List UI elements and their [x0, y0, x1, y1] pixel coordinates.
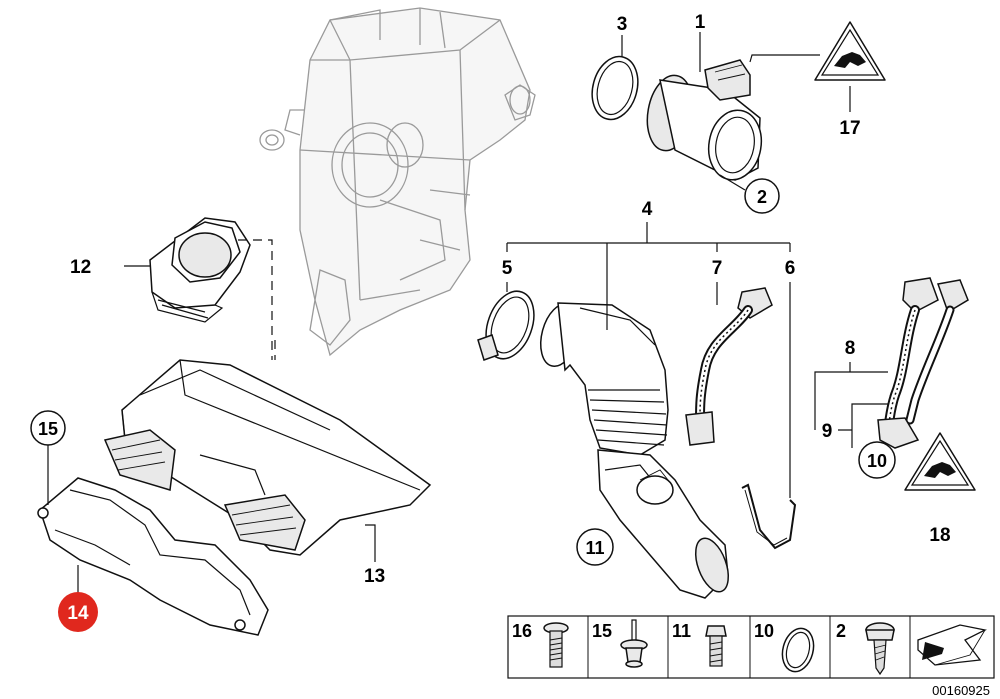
part-13-air-duct[interactable]	[103, 359, 432, 556]
callout-11-circle	[576, 528, 614, 566]
callout-17: 17	[839, 118, 860, 139]
part-8-breather-hose[interactable]	[877, 277, 969, 449]
legend-item-2[interactable]: 2	[836, 621, 895, 676]
callout-15: 15	[38, 419, 58, 439]
legend-item-16[interactable]: 16	[512, 621, 569, 668]
callout-1: 1	[695, 12, 706, 33]
callout-18: 18	[929, 525, 950, 546]
part-6-wire-clip[interactable]	[741, 483, 797, 550]
part-1-air-mass-sensor[interactable]	[642, 59, 767, 184]
callout-14-badge	[58, 592, 98, 632]
legend-item-11[interactable]: 11	[672, 621, 727, 667]
legend-item-15[interactable]: 15	[592, 619, 648, 668]
callout-6: 6	[785, 258, 796, 279]
part-5-hose-clamp[interactable]	[477, 285, 542, 366]
leader-1-17	[749, 54, 820, 63]
expansion-rivet-icon	[620, 619, 648, 668]
o-ring-icon	[781, 627, 815, 673]
callout-10: 10	[867, 451, 887, 471]
hex-bolt-icon	[705, 625, 727, 667]
arrow-pointer-icon	[917, 624, 987, 666]
callout-9: 9	[822, 421, 833, 442]
legend-number-2: 2	[836, 621, 846, 641]
leader-9	[838, 403, 888, 448]
callout-11: 11	[585, 538, 604, 558]
callout-12: 12	[70, 257, 91, 278]
diagram-id: 00160925	[932, 683, 990, 698]
hand-warning-triangle-icon	[814, 21, 886, 81]
callout-5: 5	[502, 258, 513, 279]
legend-number-11: 11	[672, 621, 691, 641]
part-7-vent-hose[interactable]	[685, 287, 773, 446]
hose-clamp-screw-icon	[865, 622, 895, 676]
leader-12-dash	[238, 239, 273, 360]
leader-4-bracket	[506, 222, 791, 300]
callout-13: 13	[364, 566, 385, 587]
callout-3: 3	[617, 14, 628, 35]
part-3-sealing-ring[interactable]	[585, 51, 644, 124]
callout-7: 7	[712, 258, 723, 279]
callout-8: 8	[845, 338, 856, 359]
part-14-lower-duct[interactable]	[37, 477, 269, 636]
legend-item-arrow[interactable]	[917, 624, 987, 666]
air-filter-housing-ghost	[259, 7, 536, 357]
hand-warning-triangle-icon-2	[904, 432, 976, 491]
part-12-intake-snorkel[interactable]	[149, 217, 251, 323]
callout-2: 2	[757, 187, 767, 207]
legend-number-10: 10	[754, 621, 774, 641]
legend-number-16: 16	[512, 621, 532, 641]
part-4-intake-bellows[interactable]	[534, 299, 734, 599]
callout-14: 14	[67, 603, 89, 624]
legend-number-15: 15	[592, 621, 612, 641]
callout-2-circle	[744, 178, 780, 214]
callout-10-circle	[858, 441, 896, 479]
legend-item-10[interactable]: 10	[754, 621, 818, 675]
callout-4: 4	[642, 199, 653, 220]
leader-13	[365, 524, 376, 562]
torx-bolt-icon	[543, 622, 569, 668]
leader-8	[814, 362, 888, 430]
leader-2	[719, 174, 746, 191]
fastener-legend: 16 15 11	[507, 615, 995, 679]
